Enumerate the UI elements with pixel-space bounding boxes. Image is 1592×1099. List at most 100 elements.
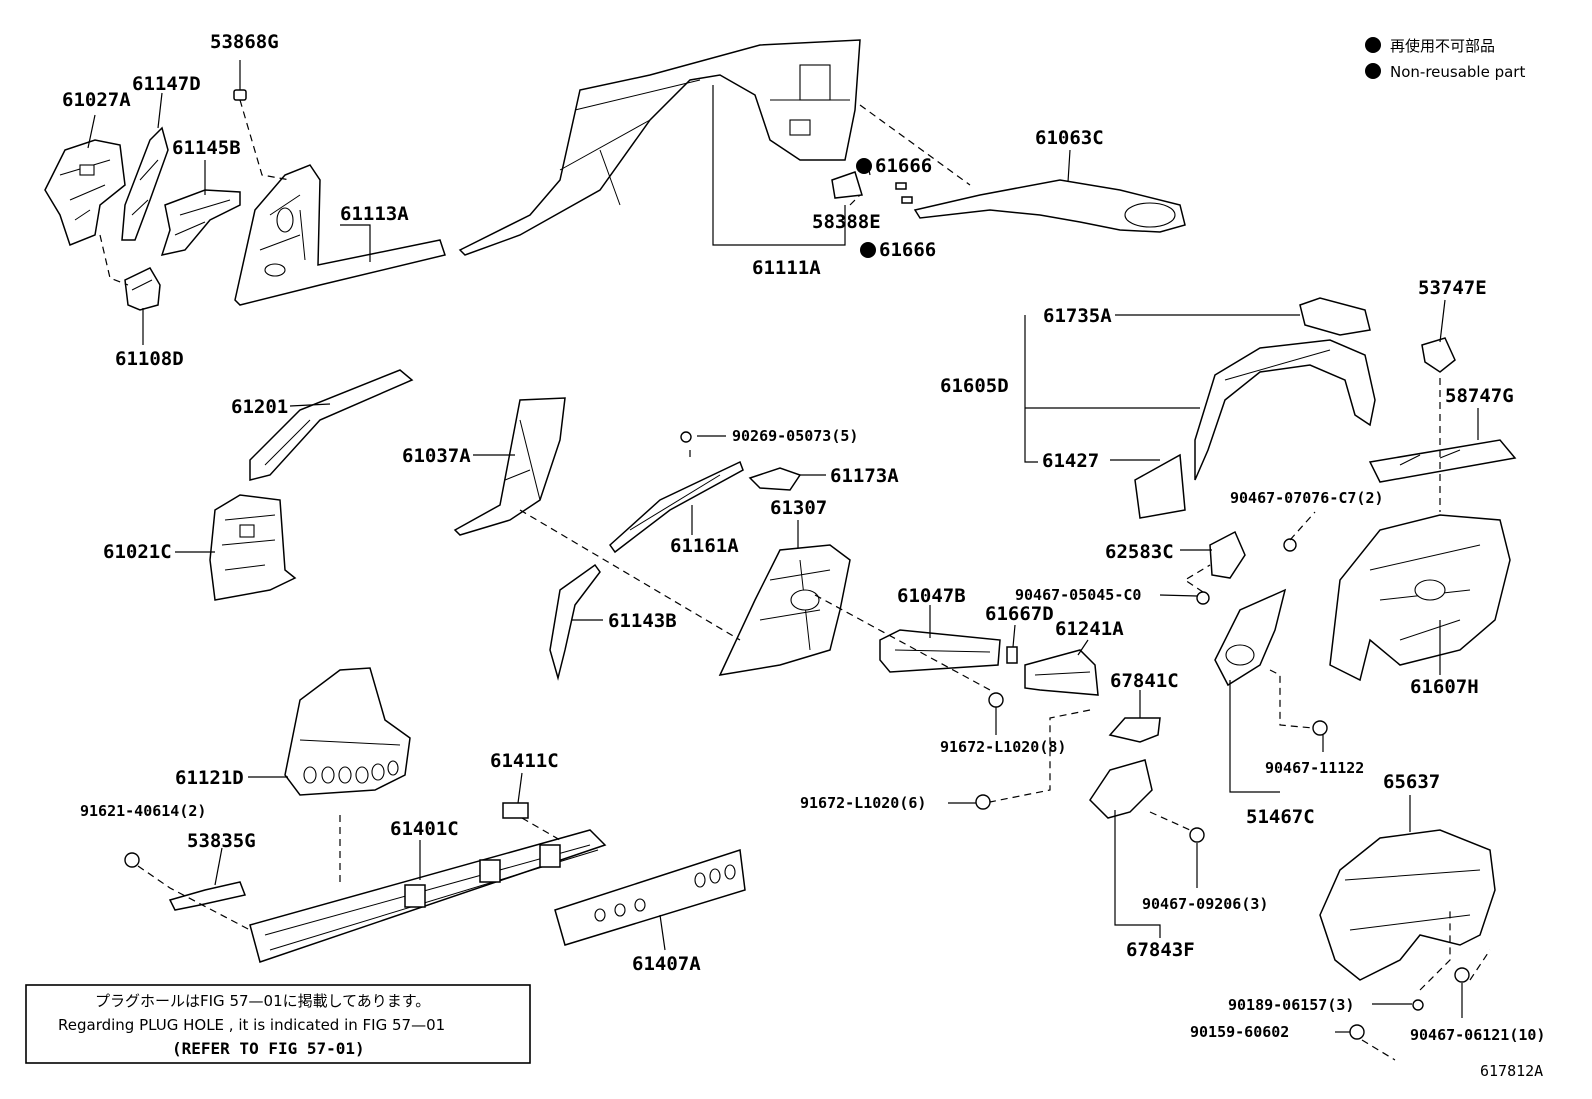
note-japanese: プラグホールはFIG 57—01に掲載してあります。 [95, 992, 430, 1010]
part-58388E-drawing [831, 171, 863, 199]
part-61021C-drawing [209, 494, 297, 601]
label-58747G: 58747G [1445, 385, 1514, 407]
label-61667D: 61667D [985, 603, 1054, 625]
bolt-90467-11122-icon [1312, 720, 1328, 736]
bolt-90159-icon [1349, 1024, 1365, 1040]
label-53747E: 53747E [1418, 277, 1487, 299]
leader-lines [87, 60, 1491, 1061]
part-58747G-drawing [1368, 439, 1517, 483]
label-91621-40614: 91621-40614(2) [80, 802, 206, 820]
label-61401C: 61401C [390, 818, 459, 840]
part-67843F-drawing [1089, 759, 1153, 819]
note-reference: (REFER TO FIG 57-01) [172, 1039, 365, 1058]
part-61307-drawing [718, 544, 851, 676]
part-61147D-drawing [121, 126, 169, 241]
part-61605D-drawing [1194, 339, 1376, 481]
label-61411C: 61411C [490, 750, 559, 772]
figure-id: 617812A [1480, 1062, 1543, 1080]
bolt-90467-07076-icon [1283, 538, 1297, 552]
label-61161A: 61161A [670, 535, 739, 557]
label-53868G: 53868G [210, 31, 279, 53]
label-91672-L1020-6: 91672-L1020(6) [800, 794, 926, 812]
legend-english: Non-reusable part [1390, 63, 1525, 81]
label-61037A: 61037A [402, 445, 471, 467]
part-61145B-drawing [160, 189, 241, 257]
part-53868G-drawing [233, 89, 247, 101]
part-51467C-drawing [1214, 588, 1287, 687]
label-91672-L1020-8: 91672-L1020(8) [940, 738, 1066, 756]
label-67843F: 67843F [1126, 939, 1195, 961]
part-61113A-drawing [234, 164, 446, 306]
part-61173A-drawing [748, 467, 802, 491]
part-61735A-drawing [1299, 297, 1371, 336]
label-61047B: 61047B [897, 585, 966, 607]
non-reusable-bullet-icon [1365, 37, 1381, 53]
part-61027A-drawing [44, 139, 126, 246]
label-61027A: 61027A [62, 89, 131, 111]
part-61201-drawing [249, 369, 414, 481]
label-90159-60602: 90159-60602 [1190, 1023, 1289, 1041]
label-61666-lower: 61666 [879, 239, 936, 261]
label-90467-09206: 90467-09206(3) [1142, 895, 1268, 913]
part-61607H-drawing [1329, 514, 1511, 682]
legend-japanese: 再使用不可部品 [1390, 37, 1495, 55]
label-61241A: 61241A [1055, 618, 1124, 640]
part-61121D-drawing [284, 667, 411, 796]
label-61201: 61201 [231, 396, 288, 418]
label-61108D: 61108D [115, 348, 184, 370]
label-61307: 61307 [770, 497, 827, 519]
label-61143B: 61143B [608, 610, 677, 632]
label-61147D: 61147D [132, 73, 201, 95]
label-61427: 61427 [1042, 450, 1099, 472]
label-61607H: 61607H [1410, 676, 1479, 698]
label-61121D: 61121D [175, 767, 244, 789]
part-61037A-drawing [453, 397, 566, 536]
label-90189-06157: 90189-06157(3) [1228, 996, 1354, 1014]
note-english: Regarding PLUG HOLE , it is indicated in… [58, 1016, 445, 1034]
bolt-90467-06121-icon [1454, 967, 1470, 983]
part-61047B-drawing [879, 629, 1001, 673]
part-61161A-drawing [609, 460, 744, 554]
label-61407A: 61407A [632, 953, 701, 975]
label-90467-06121: 90467-06121(10) [1410, 1026, 1545, 1044]
part-61108D-drawing [124, 267, 161, 311]
non-reusable-bullet-icon [1365, 63, 1381, 79]
part-61143B-drawing [549, 563, 601, 681]
part-61667D-drawing [1006, 646, 1018, 664]
bolt-90189-icon [1412, 999, 1424, 1011]
part-labels: 53868G 61027A 61147D 61145B 61113A 61108… [62, 31, 1545, 1044]
bolt-90467-09206-icon [1189, 827, 1205, 843]
part-61241A-drawing [1024, 649, 1099, 696]
bolt-91672-8-icon [988, 692, 1004, 708]
label-61666-upper: 61666 [875, 155, 932, 177]
bolt-91621-icon [124, 852, 140, 868]
label-61063C: 61063C [1035, 127, 1104, 149]
bolt-90269-icon [680, 431, 692, 443]
bolt-90467-05045-icon [1196, 591, 1210, 605]
label-61111A: 61111A [752, 257, 821, 279]
part-62583C-drawing [1209, 530, 1246, 579]
label-61605D: 61605D [940, 375, 1009, 397]
label-61735A: 61735A [1043, 305, 1112, 327]
label-53835G: 53835G [187, 830, 256, 852]
part-61411C-drawing [502, 802, 529, 819]
label-90467-11122: 90467-11122 [1265, 759, 1364, 777]
part-61427-drawing [1134, 453, 1186, 519]
label-61021C: 61021C [103, 541, 172, 563]
label-67841C: 67841C [1110, 670, 1179, 692]
bolt-91672-6-icon [975, 794, 991, 810]
part-61401C-drawing [249, 829, 607, 963]
label-61145B: 61145B [172, 137, 241, 159]
label-90269-05073: 90269-05073(5) [732, 427, 858, 445]
non-reusable-bullet-icon [860, 242, 876, 258]
part-61111A-drawing [458, 39, 861, 256]
label-61113A: 61113A [340, 203, 409, 225]
label-51467C: 51467C [1246, 806, 1315, 828]
part-61407A-drawing [554, 849, 746, 946]
part-61666-drawing [895, 182, 913, 204]
part-53747E-drawing [1421, 337, 1456, 373]
part-65637-drawing [1319, 829, 1496, 981]
part-61063C-drawing [913, 179, 1186, 233]
label-58388E: 58388E [812, 211, 881, 233]
part-67841C-drawing [1108, 717, 1161, 743]
